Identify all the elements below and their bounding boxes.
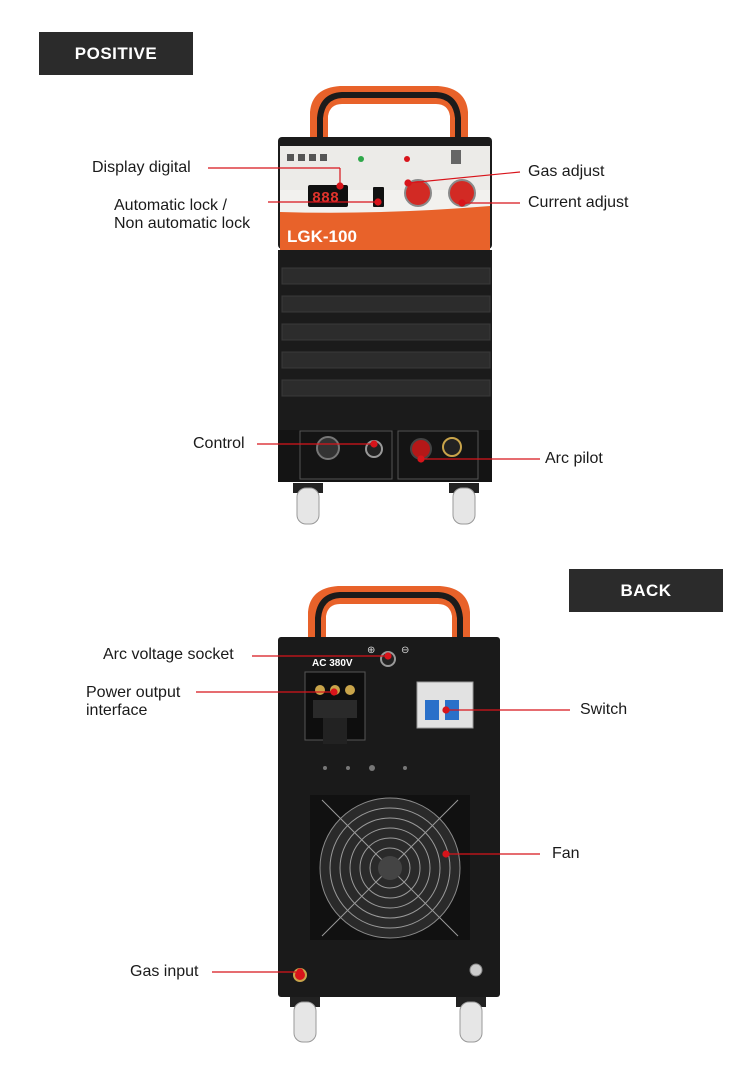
label-display-digital: Display digital	[92, 159, 191, 176]
display-readout: 888	[312, 190, 339, 207]
label-power-output-line1: Power output	[86, 684, 181, 701]
back-callouts	[196, 652, 570, 976]
manual-icon	[451, 150, 461, 164]
label-arc-pilot: Arc pilot	[545, 450, 603, 467]
plus-symbol: ⊕	[367, 645, 375, 656]
label-auto-lock-line2: Non automatic lock	[114, 215, 251, 232]
label-arc-voltage-socket: Arc voltage socket	[103, 646, 234, 663]
label-gas-adjust: Gas adjust	[528, 163, 605, 180]
label-gas-input: Gas input	[130, 963, 199, 980]
label-current-adjust: Current adjust	[528, 194, 629, 211]
ground-terminal	[469, 963, 483, 977]
ground-socket	[442, 437, 462, 457]
label-control: Control	[193, 435, 245, 452]
front-callouts	[208, 167, 540, 463]
back-wheels	[290, 997, 486, 1043]
voltage-label: AC 380V	[312, 658, 353, 669]
model-name: LGK-100	[287, 227, 357, 246]
back-handle	[308, 586, 470, 637]
label-auto-lock-line1: Automatic lock /	[114, 197, 227, 214]
label-switch: Switch	[580, 701, 628, 718]
minus-symbol: ⊖	[401, 645, 409, 656]
back-machine-illustration: AC 380V ⊕ ⊖	[196, 586, 570, 1043]
section-tag-positive: POSITIVE	[39, 32, 193, 75]
label-fan: Fan	[552, 845, 580, 862]
warning-icons	[287, 154, 327, 161]
torch-socket	[316, 436, 340, 460]
louvers	[281, 267, 491, 397]
gas-adjust-knob	[404, 179, 432, 207]
label-power-output-line2: interface	[86, 702, 148, 719]
power-led-icon	[358, 156, 364, 162]
front-machine-illustration: 888 LGK-100	[208, 86, 540, 525]
alarm-led-icon	[404, 156, 410, 162]
front-connector-panel	[278, 430, 492, 482]
front-handle	[310, 86, 468, 137]
section-tag-back: BACK	[569, 569, 723, 612]
front-wheels	[293, 483, 479, 525]
